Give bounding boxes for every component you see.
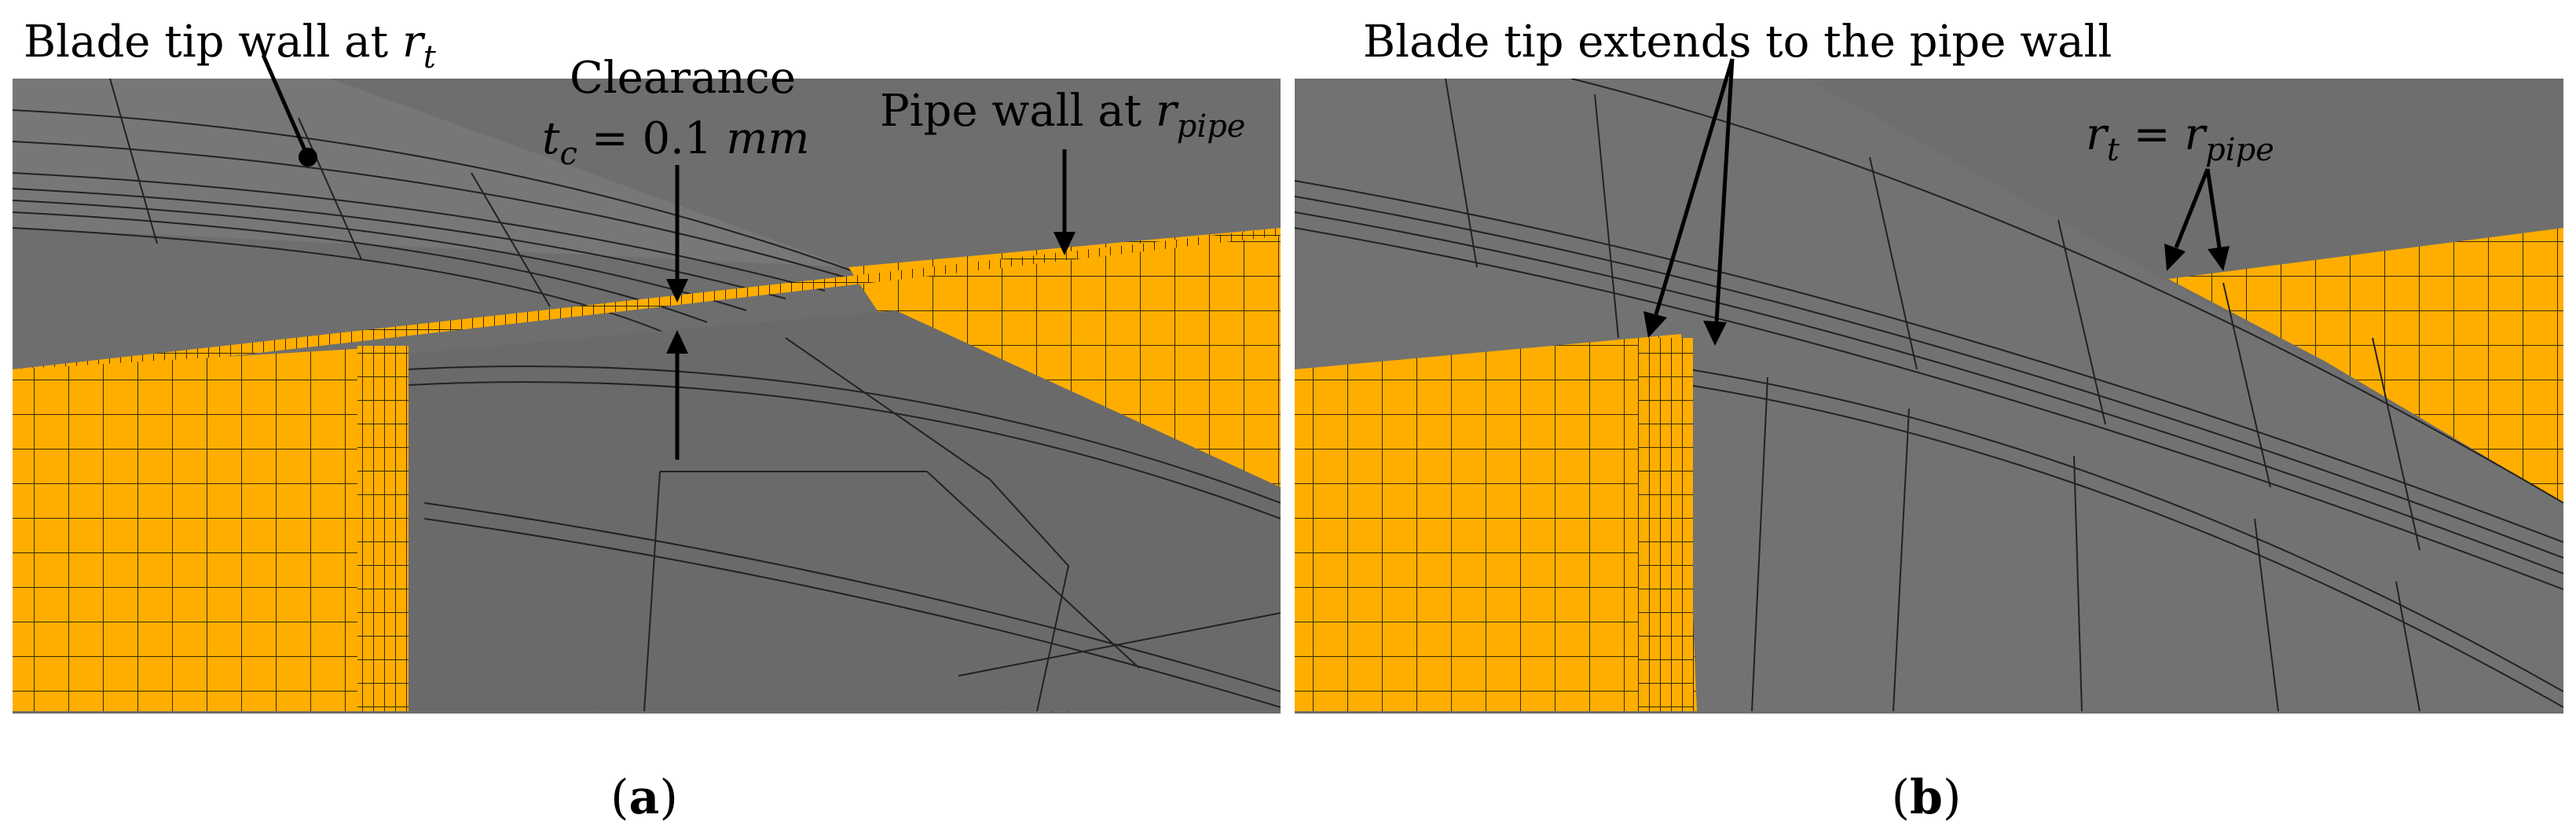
rt-equals-rpipe-label: rt = rpipe [2086, 109, 2274, 168]
clearance-arrow-down [666, 279, 688, 303]
blade-extends-arrow-1 [1643, 311, 1667, 338]
caption-b: (b) [1892, 770, 1962, 825]
caption-a: (a) [610, 770, 678, 825]
blade-sweep-b [1295, 79, 2563, 711]
panel-a-mesh [13, 79, 1281, 714]
pipe-wall-left-b [1295, 334, 1697, 711]
pipe-wall-label: Pipe wall at rpipe [880, 86, 1245, 145]
blade-extends-arrow-2 [1703, 321, 1727, 346]
pipe-wall-arrow [1053, 232, 1075, 255]
blade-tip-dot [299, 148, 317, 167]
rt-arrow-2 [2208, 246, 2230, 271]
panel-b-annotations [1643, 58, 2230, 346]
panel-b-mesh [1295, 79, 2563, 714]
clearance-arrow-up [666, 330, 688, 354]
blade-tip-label: Blade tip wall at rt [24, 17, 437, 75]
blade-extends-label: Blade tip extends to the pipe wall [1363, 17, 2112, 68]
blade-tip-pointer [261, 53, 310, 159]
pipe-wall-left-a [13, 346, 409, 711]
blade-front-a [409, 310, 1281, 711]
clearance-equation: tc = 0.1 mm [542, 113, 810, 172]
clearance-strip-a [13, 228, 1281, 381]
pipe-wall-right-b [2168, 228, 2563, 503]
rt-arrow-1 [2164, 244, 2186, 271]
blade-tip-region-a [13, 79, 848, 267]
clearance-title: Clearance [570, 53, 796, 104]
panel-a-annotations [261, 53, 1075, 460]
pipe-wall-right-a [848, 228, 1281, 487]
